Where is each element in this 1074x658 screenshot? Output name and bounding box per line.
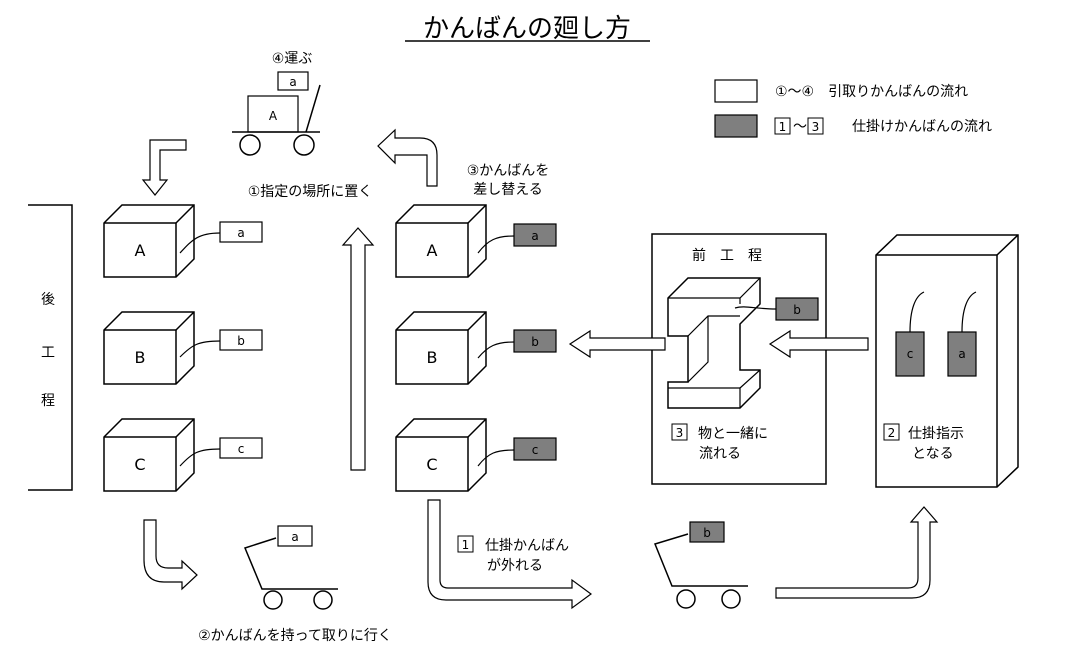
middle-box-b-label: B [427,348,438,367]
later-process-char-3: 程 [41,393,55,409]
p3-number-box [671,423,688,441]
arrow-post-to-prev [768,329,869,359]
step4-label: ④運ぶ [272,51,313,67]
top-cart: ④運ぶ a A [232,51,321,156]
left-box-c-label: C [134,455,145,474]
later-process-bracket: 後 工 程 [28,204,73,491]
diagram-title: かんばんの廻し方 [423,14,631,44]
bottom-right-cart-kanban-label: b [703,526,711,540]
machine-kanban-b-label: b [793,303,801,317]
middle-kanban-c [513,437,557,461]
left-kanban-a [219,221,263,243]
arrow-up-to-cart [377,128,438,187]
left-kanban-a-label: a [237,226,244,240]
legend-production-swatch [714,114,758,138]
bottom-left-cart-kanban-label: a [291,530,298,544]
p3-line1: 物と一緒に [698,426,768,442]
legend-mark-1: 1 [779,120,787,134]
arrow-prev-to-middle [568,329,666,359]
step2-label: ②かんばんを持って取りに行く [198,628,392,644]
legend-production-text: 仕掛けかんばんの流れ [852,119,992,135]
left-kanban-c [219,437,263,459]
post-kanban-c [895,331,925,377]
p1-number-box [457,535,474,553]
arrow-left-to-bottom-cart [143,519,198,591]
p3-line2: 流れる [699,446,741,462]
bottom-left-cart: a [243,525,338,610]
previous-process: 前 工 程 b 3 物と一緒に 流れる [651,233,827,485]
left-box-c: C c [103,418,263,492]
p3-number: 3 [676,426,684,440]
middle-kanban-a-label: a [531,229,538,243]
top-cart-box-label: A [269,109,278,123]
left-kanban-b-label: b [237,334,245,348]
middle-kanban-b [513,329,557,353]
step1-label: ①指定の場所に置く [248,184,373,200]
top-cart-kanban-label: a [289,75,296,89]
top-cart-kanban [277,71,309,91]
legend-production-sep: ～ [793,119,807,135]
p1-line2: が外れる [487,558,543,574]
legend-mark-3: 3 [812,120,820,134]
legend: ①～④ 引取りかんばんの流れ 1 ～ 3 仕掛けかんばんの流れ [714,79,992,138]
arrow-cart-to-left [141,139,187,196]
middle-box-c: C c [395,418,557,492]
previous-process-title: 前 工 程 [692,247,762,264]
middle-kanban-a [513,223,557,247]
middle-kanban-b-label: b [531,335,539,349]
p1-number: 1 [462,538,470,552]
left-kanban-c-label: c [238,442,245,456]
p2-number-box [883,423,900,441]
middle-kanban-c-label: c [532,443,539,457]
middle-box-a: A a [395,204,557,278]
legend-withdrawal-text: ①～④ 引取りかんばんの流れ [775,84,968,100]
step3-line2: 差し替える [473,182,543,198]
later-process-char-1: 後 [41,292,55,308]
p2-line1: 仕掛指示 [908,426,964,442]
kanban-post: c a 2 仕掛指示 となる [875,234,1019,488]
bottom-right-cart: b [653,521,748,609]
left-box-b-label: B [135,348,146,367]
left-box-b: B b [103,311,263,385]
post-kanban-a-label: a [958,347,965,361]
bottom-left-cart-kanban [277,525,313,547]
arrow-up-center [341,227,375,471]
middle-box-c-label: C [426,455,437,474]
left-box-a-label: A [135,241,146,260]
legend-withdrawal-swatch [714,79,758,103]
left-box-a: A a [103,204,263,278]
p1-line1: 仕掛かんばん [485,538,569,554]
p2-line2: となる [912,446,954,462]
later-process-char-2: 工 [41,345,55,361]
post-kanban-a [947,331,977,377]
post-kanban-c-label: c [907,347,914,361]
bottom-right-cart-kanban [689,521,725,543]
arrow-bottom-cart-to-post [775,506,939,599]
step3-line1: ③かんばんを [467,163,550,179]
machine-i-beam [667,277,761,409]
p1-label: 1 仕掛かんばん が外れる [457,535,569,574]
arrow-middle-to-bottom-cart [427,499,593,610]
legend-mark-1-box [774,117,791,135]
legend-mark-3-box [807,117,824,135]
machine-kanban-b [775,297,819,321]
left-kanban-b [219,329,263,351]
p2-number: 2 [888,426,896,440]
middle-box-b: B b [395,311,557,385]
middle-box-a-label: A [427,241,438,260]
